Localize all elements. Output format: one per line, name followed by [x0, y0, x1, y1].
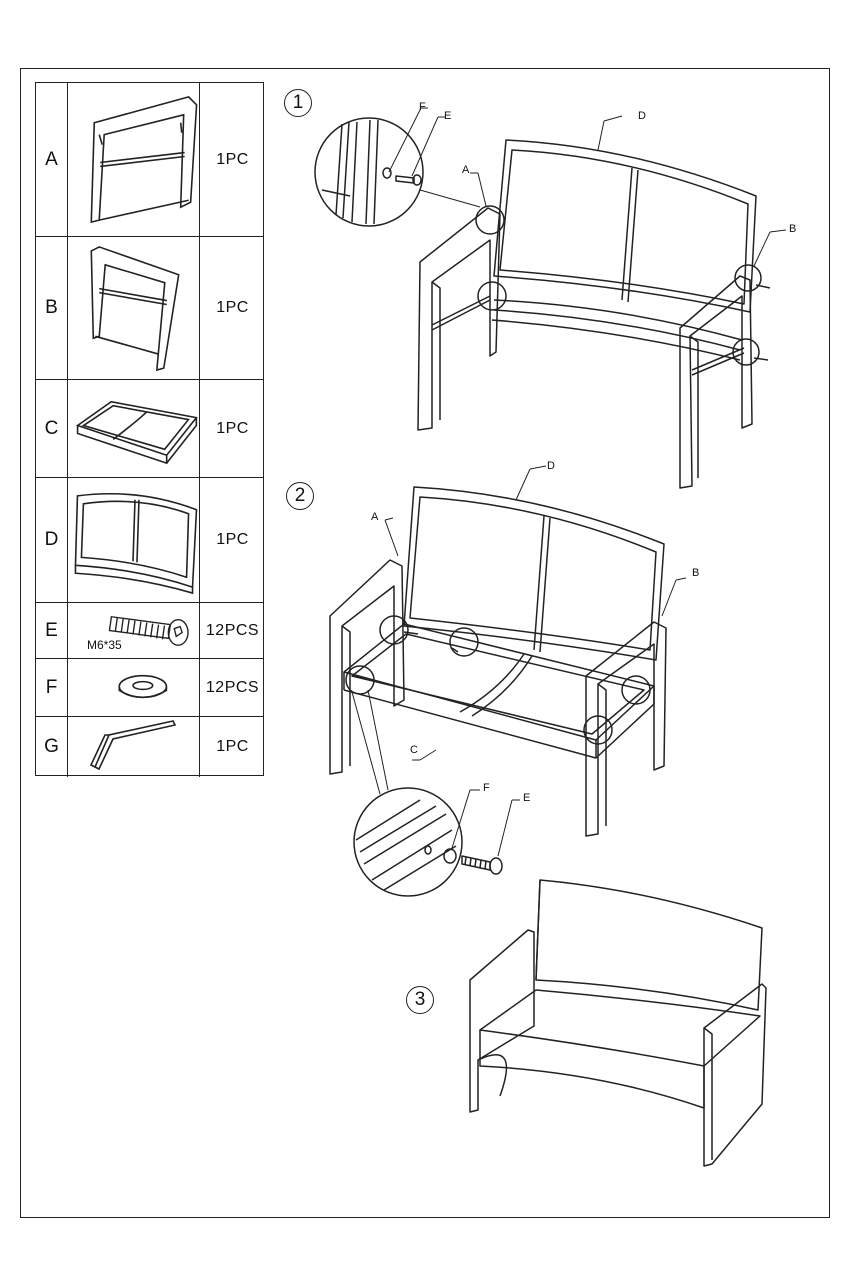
part-letter: A	[36, 83, 68, 236]
bolt-icon: M6*35	[69, 603, 198, 658]
callout-c-step2: C	[410, 744, 418, 756]
callout-b-step1: B	[789, 223, 797, 235]
part-letter: F	[36, 659, 68, 716]
right-armrest-frame-icon	[69, 237, 198, 379]
part-qty: 1PC	[199, 478, 265, 602]
parts-row-e: E M6*35 12PCS	[36, 603, 263, 659]
part-qty: 1PC	[199, 717, 265, 777]
part-qty: 12PCS	[199, 659, 265, 716]
part-letter: B	[36, 237, 68, 379]
callout-d-step1: D	[638, 110, 646, 122]
part-qty: 1PC	[199, 237, 265, 379]
parts-row-a: A 1PC	[36, 83, 263, 237]
callout-a-step2: A	[371, 511, 379, 523]
parts-row-g: G 1PC	[36, 717, 263, 777]
parts-row-b: B 1PC	[36, 237, 263, 380]
step-number-2: 2	[286, 482, 314, 510]
part-letter: G	[36, 717, 68, 777]
seat-frame-icon	[69, 380, 198, 477]
callout-e-step2: E	[523, 792, 531, 804]
part-letter: D	[36, 478, 68, 602]
part-qty: 1PC	[199, 83, 265, 236]
parts-table: A 1PC B	[35, 82, 264, 777]
backrest-frame-icon	[69, 478, 198, 602]
page-frame	[20, 68, 830, 1218]
left-armrest-frame-icon	[69, 83, 198, 236]
callout-f-step2: F	[483, 782, 490, 794]
part-qty: 12PCS	[199, 603, 265, 658]
parts-row-d: D 1PC	[36, 478, 263, 603]
parts-row-f: F 12PCS	[36, 659, 263, 717]
allen-key-icon	[69, 717, 198, 777]
callout-f-step1: F	[419, 101, 426, 113]
bolt-spec: M6*35	[87, 638, 122, 652]
callout-a-step1: A	[462, 164, 470, 176]
parts-row-c: C 1PC	[36, 380, 263, 478]
washer-icon	[69, 659, 198, 716]
part-qty: 1PC	[199, 380, 265, 477]
callout-b-step2: B	[692, 567, 700, 579]
step-number-1: 1	[284, 89, 312, 117]
callout-e-step1: E	[444, 110, 452, 122]
part-letter: C	[36, 380, 68, 477]
step-number-3: 3	[406, 986, 434, 1014]
part-letter: E	[36, 603, 68, 658]
callout-d-step2: D	[547, 460, 555, 472]
